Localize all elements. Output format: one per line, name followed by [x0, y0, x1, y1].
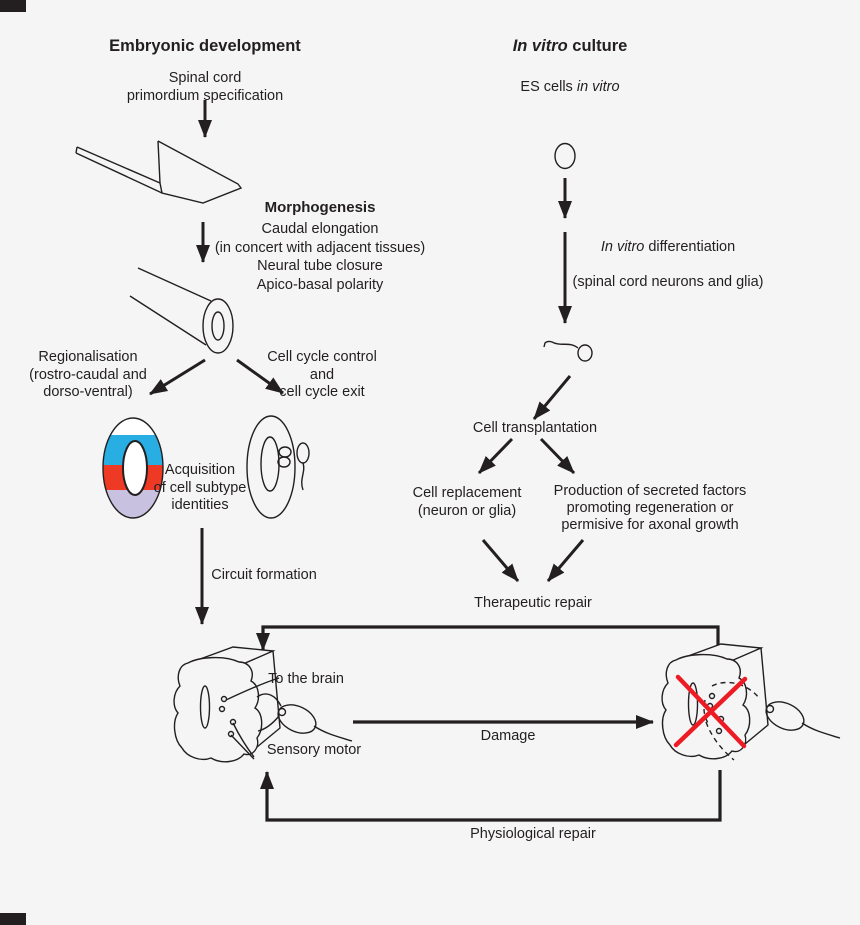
arrow-cell-cycle: [236, 358, 284, 395]
arrow-therapeutic-right: [546, 539, 585, 582]
neural-tube-drawing: [129, 267, 234, 354]
differentiation-rest: differentiation: [644, 238, 736, 255]
corner-artifact-bottom-left: [0, 913, 26, 925]
physiological-repair-connector: [260, 770, 722, 822]
differentiating-neuron-drawing: [296, 442, 310, 491]
arrow-replacement: [477, 437, 514, 475]
arrow-transplantation: [532, 375, 572, 420]
arrow-secreted: [539, 437, 576, 475]
differentiation-line2: (spinal cord neurons and glia): [572, 273, 764, 290]
right-title-italic: In vitro: [512, 37, 568, 55]
spinal-cord-left-drawing: [173, 646, 353, 763]
label-circuit-formation: Circuit formation: [211, 567, 317, 583]
label-damage: Damage: [480, 728, 536, 744]
label-sensory-motor: Sensory motor: [266, 742, 362, 758]
es-cells-plain: ES cells: [520, 79, 577, 95]
label-acquisition: Acquisition of cell subtype identities: [153, 462, 247, 513]
label-invitro-differentiation: In vitro differentiation (spinal cord ne…: [572, 221, 763, 309]
neural-tube-section-colored: [102, 417, 164, 519]
arrow-regionalisation: [149, 358, 206, 396]
label-morphogenesis-lines: Caudal elongation (in concert with adjac…: [214, 221, 426, 293]
differentiation-italic: In vitro: [600, 238, 645, 255]
label-physiological-repair: Physiological repair: [470, 826, 596, 842]
corner-artifact-top-left: [0, 0, 26, 12]
label-to-the-brain: To the brain: [268, 671, 344, 687]
arrow-therapeutic-left: [481, 539, 520, 582]
left-column-title: Embryonic development: [109, 37, 301, 55]
label-secreted-factors: Production of secreted factors promoting…: [553, 483, 747, 533]
label-cell-transplantation: Cell transplantation: [472, 420, 598, 436]
neuron-drawing: [543, 340, 593, 362]
label-cell-cycle: Cell cycle control and cell cycle exit: [267, 349, 377, 400]
es-cells-italic: in vitro: [576, 79, 620, 95]
label-regionalisation: Regionalisation (rostro-caudal and dorso…: [29, 349, 147, 400]
label-specification: Spinal cord primordium specification: [126, 70, 284, 104]
neural-plate-drawing: [75, 140, 243, 204]
differentiation-line1: In vitro differentiation: [572, 239, 763, 257]
spinal-cord-right-drawing: [661, 643, 841, 761]
right-title-rest: culture: [567, 37, 628, 55]
label-therapeutic-repair: Therapeutic repair: [474, 595, 592, 611]
label-cell-replacement: Cell replacement (neuron or glia): [412, 485, 522, 519]
es-cell-drawing: [554, 142, 576, 170]
neural-tube-section-plain: [246, 415, 310, 519]
right-column-title: In vitro culture: [513, 37, 628, 56]
label-es-cells: ES cells in vitro: [520, 79, 619, 97]
damage-cross: [673, 674, 748, 749]
label-morphogenesis-title: Morphogenesis: [264, 199, 376, 216]
therapeutic-repair-connector: [256, 625, 720, 652]
